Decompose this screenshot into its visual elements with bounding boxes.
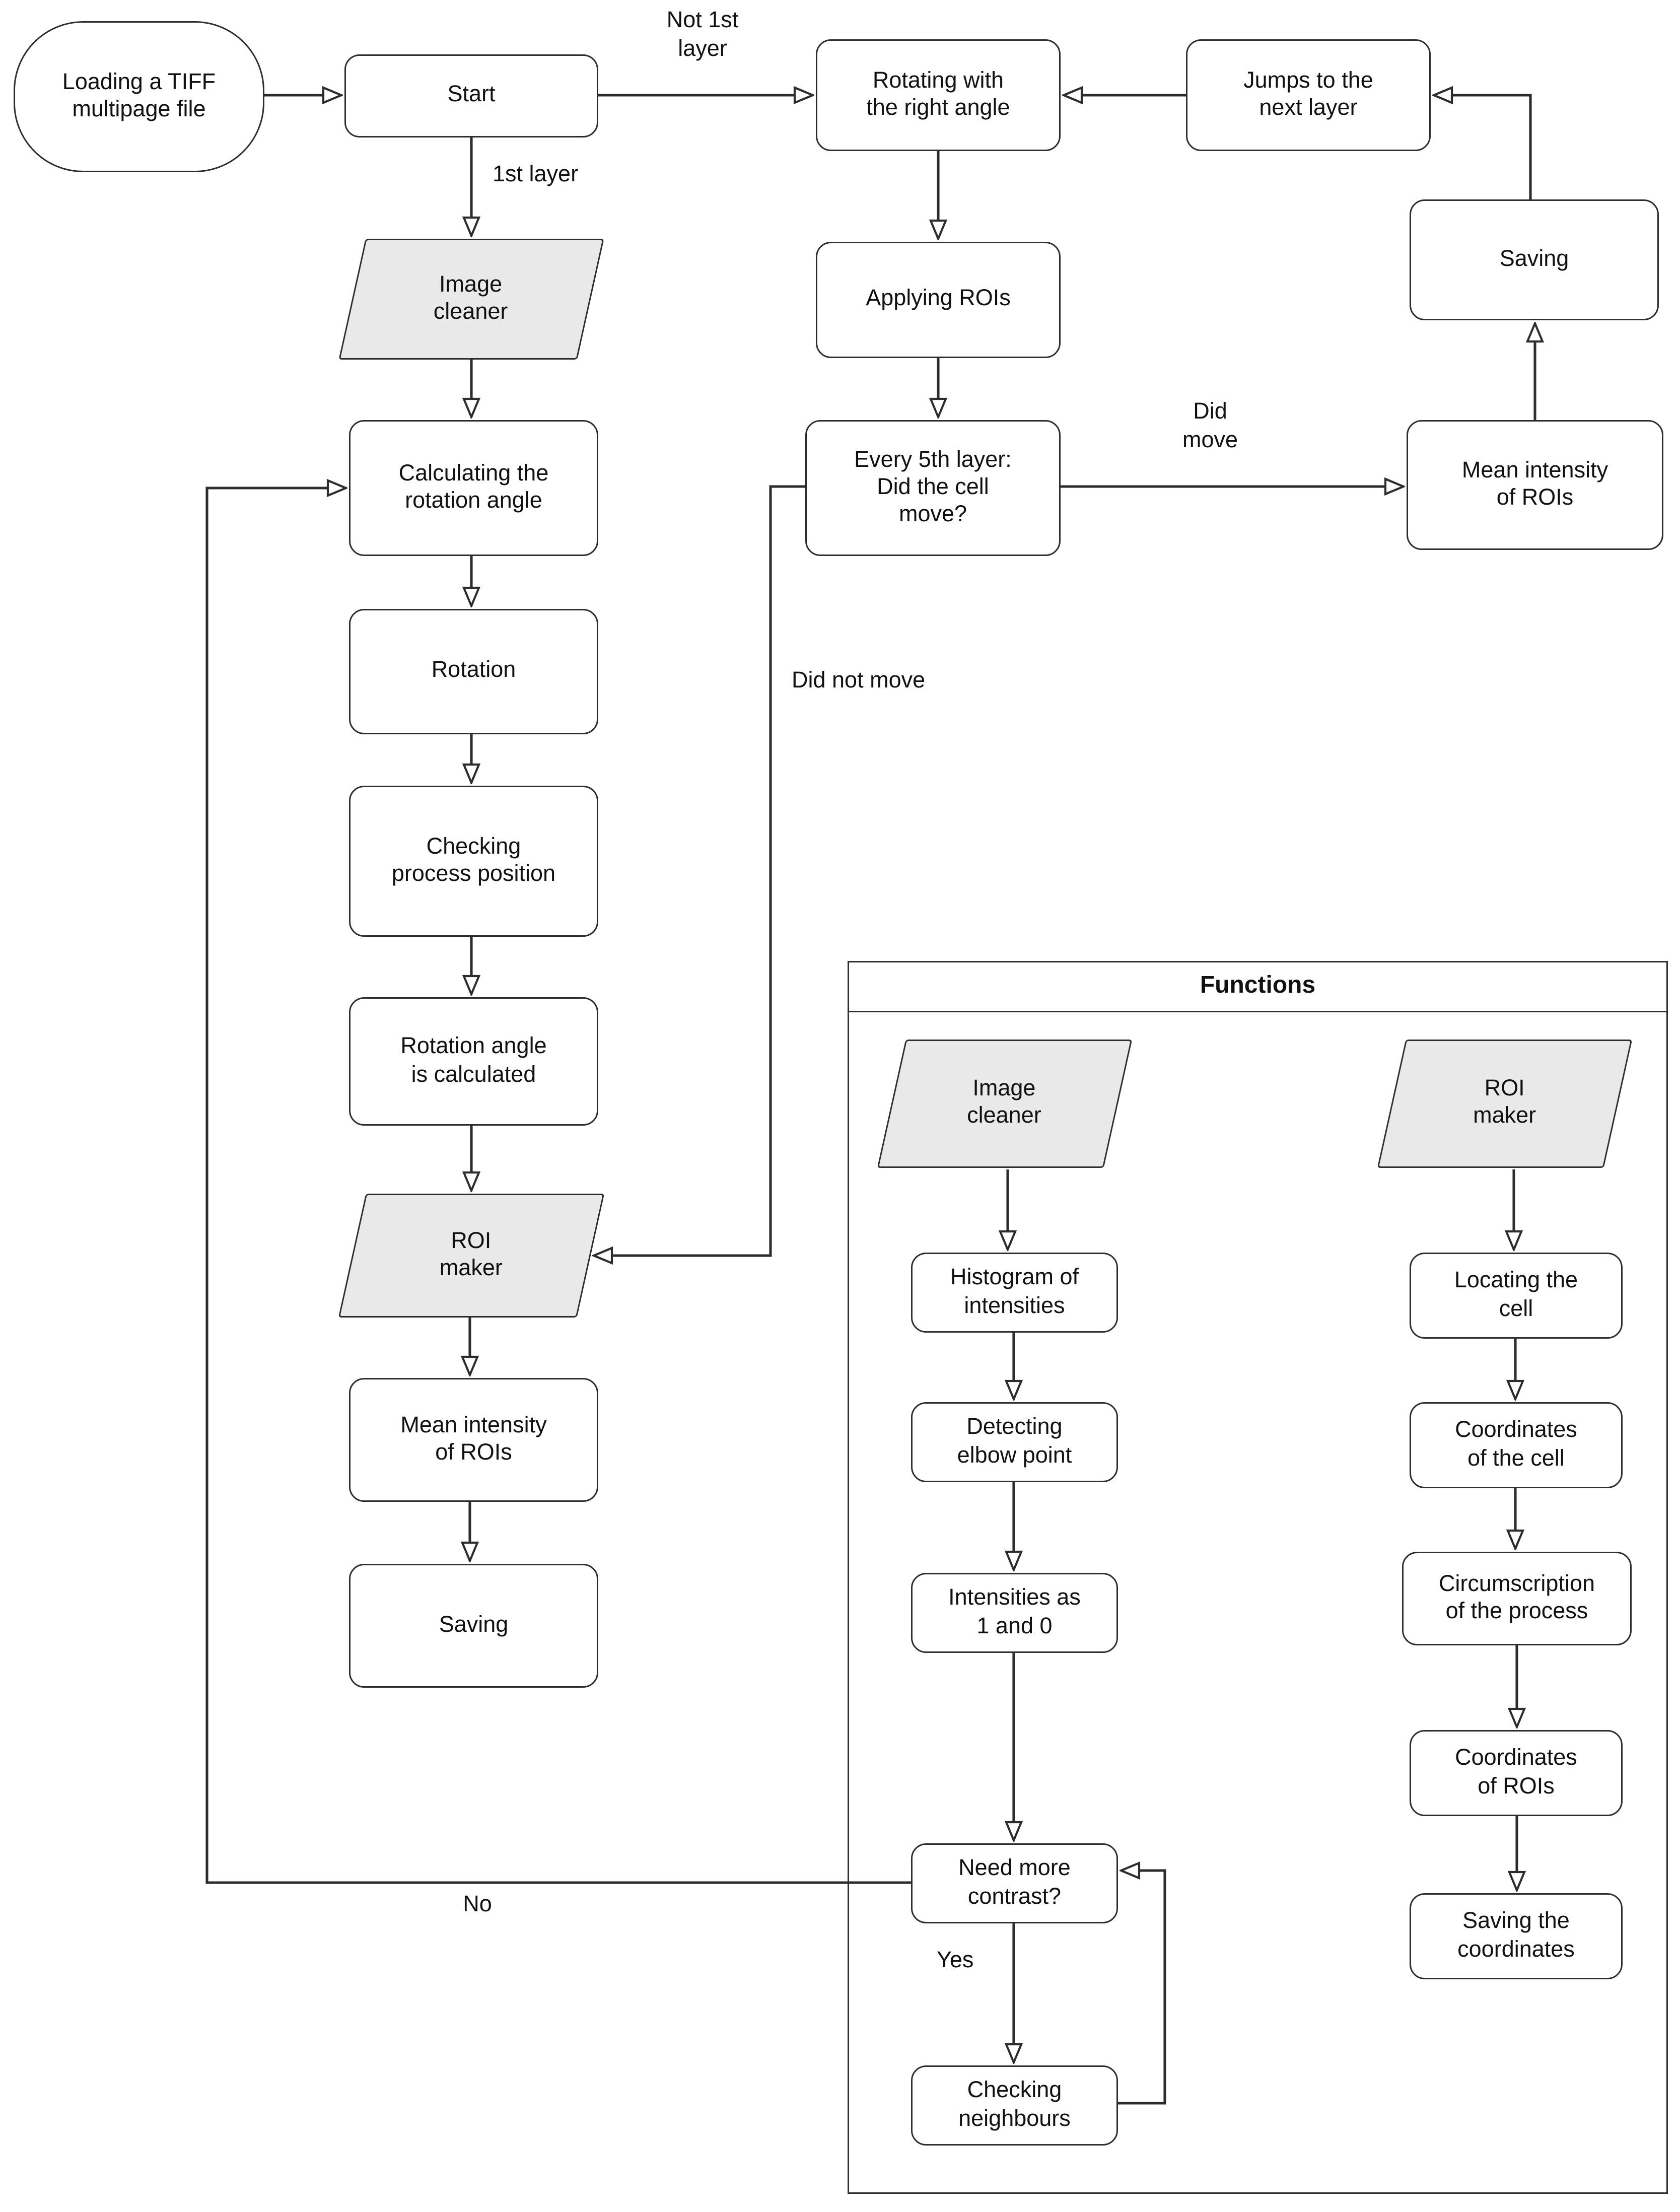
connector-need-more-no-to-calculating: [205, 488, 911, 1884]
node-applying-rois-label: Applying ROIs: [866, 286, 1011, 312]
node-histogram: Histogram of intensities: [911, 1253, 1118, 1333]
node-detecting-label: Detecting elbow point: [957, 1414, 1072, 1468]
node-saving-left: Saving: [349, 1564, 598, 1688]
node-checking-neighbours-label: Checking neighbours: [958, 2078, 1071, 2131]
node-rotation-label: Rotation: [431, 658, 516, 684]
edge-label-no: No: [463, 1892, 492, 1917]
node-saving-coords-label: Saving the coordinates: [1457, 1908, 1575, 1962]
node-need-more-label: Need more contrast?: [958, 1855, 1071, 1909]
node-intensities-label: Intensities as 1 and 0: [948, 1585, 1081, 1639]
node-coords-rois: Coordinates of ROIs: [1410, 1730, 1623, 1816]
node-intensities: Intensities as 1 and 0: [911, 1573, 1118, 1653]
node-mean-intensity-left-label: Mean intensity of ROIs: [400, 1412, 547, 1466]
connector-checking-neighbours-to-need-more: [1118, 1871, 1166, 2105]
connector-saving-to-jumps: [1434, 95, 1532, 199]
node-every5th: Every 5th layer: Did the cell move?: [805, 420, 1061, 556]
functions-frame-title: Functions: [849, 962, 1666, 1012]
node-histogram-label: Histogram of intensities: [950, 1265, 1079, 1319]
node-jumps-label: Jumps to the next layer: [1243, 67, 1373, 121]
node-rotating-label: Rotating with the right angle: [866, 67, 1010, 121]
node-applying-rois: Applying ROIs: [816, 242, 1061, 358]
node-coords-cell: Coordinates of the cell: [1410, 1402, 1623, 1488]
node-mean-intensity-right: Mean intensity of ROIs: [1407, 420, 1663, 550]
node-start: Start: [344, 54, 598, 137]
node-fn-image-cleaner-label: Image cleaner: [967, 1076, 1042, 1130]
edge-label-yes: Yes: [937, 1948, 974, 1973]
node-coords-rois-label: Coordinates of ROIs: [1455, 1745, 1577, 1799]
node-loading-tiff: Loading a TIFF multipage file: [14, 21, 264, 172]
node-saving-left-label: Saving: [439, 1612, 509, 1638]
node-rotation-angle-calc-label: Rotation angle is calculated: [400, 1033, 547, 1087]
node-mean-intensity-left: Mean intensity of ROIs: [349, 1378, 598, 1502]
node-roi-maker-label: ROI maker: [440, 1228, 503, 1281]
edge-label-did-move: Did move: [1182, 399, 1238, 453]
node-need-more: Need more contrast?: [911, 1843, 1118, 1923]
node-saving-top-label: Saving: [1499, 246, 1569, 272]
node-fn-roi-maker-label: ROI maker: [1473, 1076, 1536, 1130]
node-detecting: Detecting elbow point: [911, 1402, 1118, 1482]
node-calculating-label: Calculating the rotation angle: [398, 460, 549, 514]
node-image-cleaner: Image cleaner: [338, 239, 604, 360]
node-fn-image-cleaner: Image cleaner: [877, 1040, 1133, 1168]
node-checking-process: Checking process position: [349, 786, 598, 937]
node-rotating: Rotating with the right angle: [816, 39, 1061, 151]
functions-frame: Functions: [848, 961, 1668, 2194]
node-roi-maker: ROI maker: [338, 1194, 605, 1318]
node-saving-top: Saving: [1410, 199, 1659, 320]
edge-label-not-1st-layer: Not 1st layer: [666, 8, 739, 62]
node-rotation-angle-calc: Rotation angle is calculated: [349, 997, 598, 1126]
node-calculating: Calculating the rotation angle: [349, 420, 598, 556]
node-saving-coords: Saving the coordinates: [1410, 1893, 1623, 1979]
node-start-label: Start: [447, 82, 496, 108]
node-checking-process-label: Checking process position: [391, 834, 556, 887]
node-fn-roi-maker: ROI maker: [1377, 1040, 1633, 1168]
node-checking-neighbours: Checking neighbours: [911, 2065, 1118, 2146]
node-locating: Locating the cell: [1410, 1253, 1623, 1339]
node-circumscription-label: Circumscription of the process: [1438, 1571, 1595, 1624]
node-locating-label: Locating the cell: [1454, 1268, 1578, 1322]
node-circumscription: Circumscription of the process: [1402, 1552, 1632, 1645]
node-mean-intensity-right-label: Mean intensity of ROIs: [1461, 457, 1608, 511]
node-rotation: Rotation: [349, 609, 598, 734]
connector-every5th-to-roi-maker: [594, 485, 805, 1256]
node-every5th-label: Every 5th layer: Did the cell move?: [854, 446, 1012, 528]
node-image-cleaner-label: Image cleaner: [434, 271, 509, 325]
edge-label-did-not-move: Did not move: [792, 668, 926, 694]
node-loading-tiff-label: Loading a TIFF multipage file: [62, 69, 216, 122]
node-coords-cell-label: Coordinates of the cell: [1455, 1417, 1577, 1471]
edge-label-1st-layer: 1st layer: [493, 162, 579, 187]
node-jumps: Jumps to the next layer: [1186, 39, 1431, 151]
